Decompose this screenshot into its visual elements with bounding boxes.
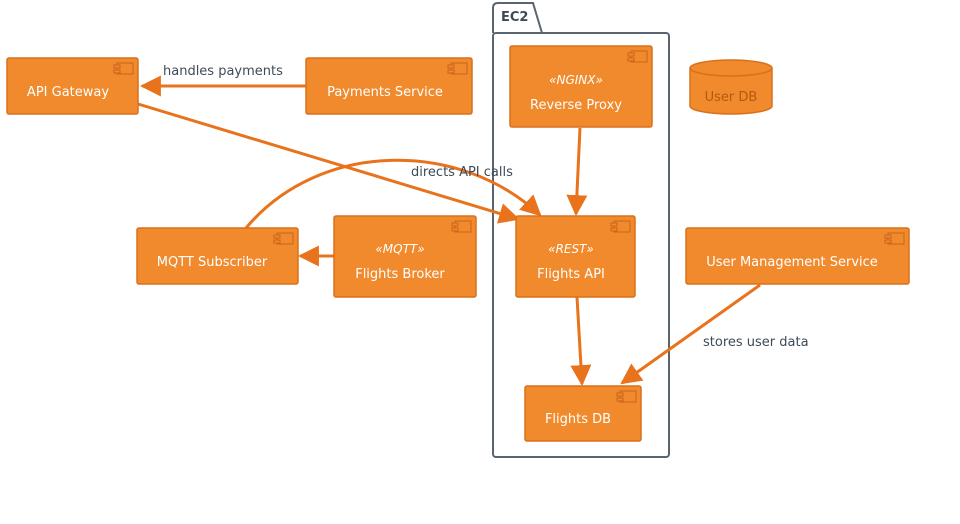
component-icon	[447, 62, 468, 75]
node-api-gateway[interactable]: API Gateway	[6, 57, 139, 115]
node-label: API Gateway	[27, 85, 109, 100]
component-icon	[884, 232, 905, 245]
node-reverse-proxy[interactable]: «NGINX» Reverse Proxy	[509, 45, 653, 128]
node-stereotype: «REST»	[548, 242, 594, 256]
node-label: Payments Service	[327, 85, 443, 100]
node-label: User Management Service	[706, 255, 878, 270]
edge-label-directs-api-calls: directs API calls	[411, 165, 513, 180]
component-icon	[451, 220, 472, 233]
component-icon	[616, 390, 637, 403]
node-flights-db[interactable]: Flights DB	[524, 385, 642, 442]
node-stereotype: «NGINX»	[549, 73, 603, 87]
edge-subscriber-to-flights-api	[244, 158, 542, 229]
node-label: Flights DB	[545, 412, 611, 427]
node-stereotype: «MQTT»	[375, 242, 424, 256]
component-icon	[610, 220, 631, 233]
component-icon	[273, 232, 294, 245]
edge-flights-api-to-db	[570, 296, 592, 387]
node-mqtt-subscriber[interactable]: MQTT Subscriber	[136, 227, 299, 285]
node-label: Flights Broker	[355, 267, 445, 282]
edge-label-stores-user-data: stores user data	[703, 335, 809, 350]
node-label: Reverse Proxy	[530, 98, 622, 113]
node-payments-service[interactable]: Payments Service	[305, 57, 473, 115]
node-label: MQTT Subscriber	[157, 255, 268, 270]
component-icon	[113, 62, 134, 75]
ec2-package-label: EC2	[501, 10, 528, 25]
node-label: User DB	[705, 90, 758, 105]
node-user-db[interactable]: User DB	[689, 59, 773, 115]
edge-label-handles-payments: handles payments	[163, 64, 283, 79]
database-icon	[689, 59, 773, 115]
node-flights-broker[interactable]: «MQTT» Flights Broker	[333, 215, 477, 298]
node-label: Flights API	[537, 267, 605, 282]
ec2-package[interactable]: EC2	[492, 2, 670, 458]
edges	[137, 75, 761, 387]
node-user-management-service[interactable]: User Management Service	[685, 227, 910, 285]
edge-user-mgmt-to-flights-db	[620, 283, 761, 385]
edge-gateway-to-flights-api	[137, 102, 521, 224]
edge-proxy-to-flights-api	[566, 127, 588, 217]
node-flights-api[interactable]: «REST» Flights API	[515, 215, 636, 298]
component-icon	[627, 50, 648, 63]
